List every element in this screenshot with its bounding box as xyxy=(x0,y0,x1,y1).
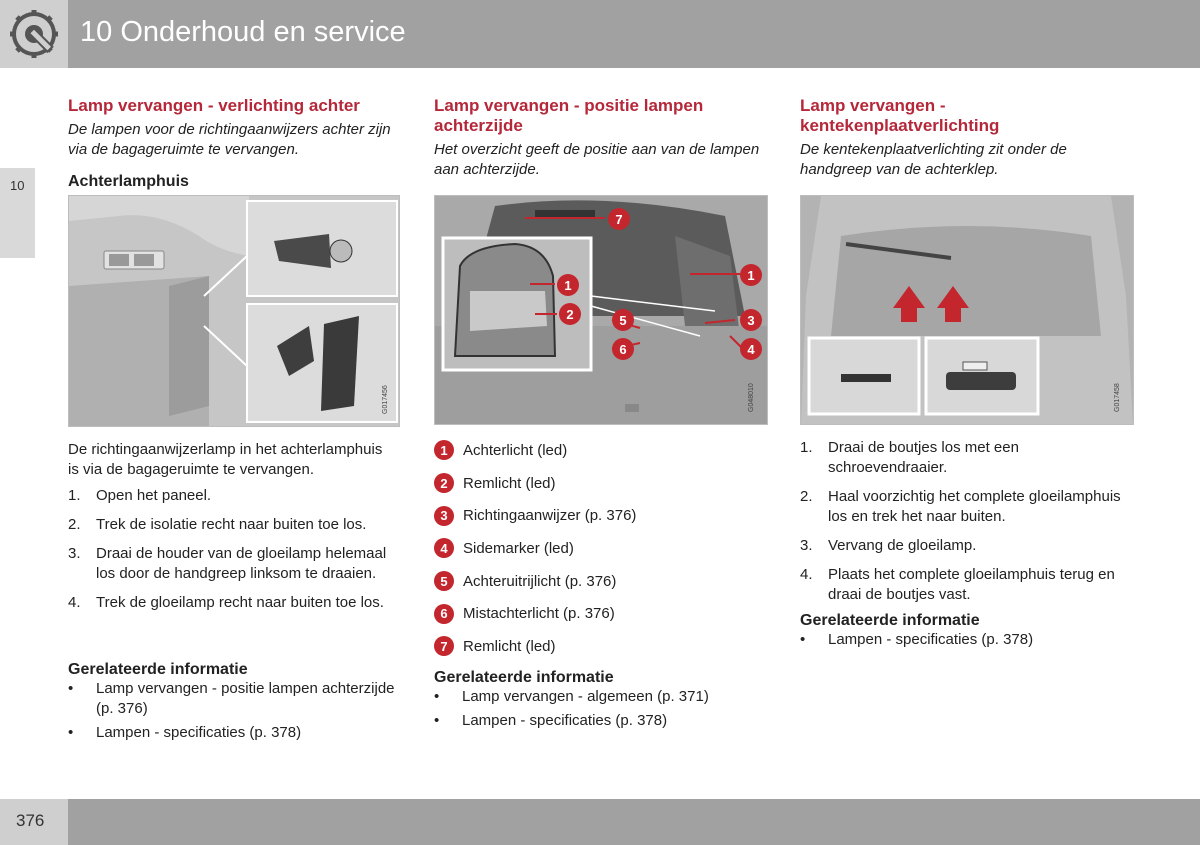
subheading-achterlamphuis: Achterlamphuis xyxy=(68,173,189,190)
column-license-plate-lighting: Lamp vervangen - kentekenplaatverlichtin… xyxy=(800,96,1130,180)
page-number-box: 376 xyxy=(0,799,68,845)
section-intro: De lampen voor de richtingaanwijzers ach… xyxy=(68,121,391,158)
step-item: 4.Plaats het complete gloeilamphuis teru… xyxy=(800,566,1115,603)
page-number: 376 xyxy=(16,811,45,830)
chapter-icon-box xyxy=(0,0,68,68)
related-link[interactable]: •Lamp vervangen - positie lampen achterz… xyxy=(68,680,395,717)
related-link[interactable]: •Lampen - specificaties (p. 378) xyxy=(800,631,1034,648)
related-info: Gerelateerde informatie •Lamp vervangen … xyxy=(68,661,398,747)
callout-badge: 7 xyxy=(608,208,630,230)
related-heading: Gerelateerde informatie xyxy=(800,612,980,629)
callout-badge: 1 xyxy=(740,264,762,286)
chapter-tab-label: 10 xyxy=(10,178,25,193)
section-intro: De kentekenplaatverlichting zit onder de… xyxy=(800,141,1067,178)
license-plate-light-figure: G017458 xyxy=(800,195,1134,425)
step-item: 3.Vervang de gloeilamp. xyxy=(800,537,977,554)
related-link[interactable]: •Lampen - specificaties (p. 378) xyxy=(434,712,668,729)
tailgate-illustration xyxy=(801,196,1133,424)
steps-list: 1.Draai de boutjes los met een schroeven… xyxy=(800,438,1125,614)
rear-lamp-housing-figure: G017456 xyxy=(68,195,400,427)
chapter-tab: 10 xyxy=(0,168,35,258)
callout-badge: 2 xyxy=(559,303,581,325)
callout-badge: 3 xyxy=(740,309,762,331)
column-rear-lighting: Lamp vervangen - verlichting achter De l… xyxy=(68,96,398,160)
page-header: 10 Onderhoud en service xyxy=(0,0,1200,68)
step-item: 2.Haal voorzichtig het complete gloeilam… xyxy=(800,488,1121,525)
related-heading: Gerelateerde informatie xyxy=(434,669,614,686)
figure-code: G017458 xyxy=(1114,383,1121,412)
callout-badge: 5 xyxy=(612,309,634,331)
section-title: Lamp vervangen - verlichting achter xyxy=(68,96,360,115)
step-item: 2.Trek de isolatie recht naar buiten toe… xyxy=(68,516,367,533)
step-item: 1.Open het paneel. xyxy=(68,487,212,504)
page-title: 10 Onderhoud en service xyxy=(80,16,406,48)
wrench-gear-icon xyxy=(10,10,58,58)
steps-list: 1.Open het paneel. 2.Trek de isolatie re… xyxy=(68,486,393,622)
figure-code: G048010 xyxy=(748,383,755,412)
related-info: Gerelateerde informatie •Lamp vervangen … xyxy=(434,669,764,735)
callout-badge: 6 xyxy=(612,338,634,360)
related-heading: Gerelateerde informatie xyxy=(68,661,248,678)
rear-lamp-positions-figure: 7 1 1 2 5 6 3 4 G048010 xyxy=(434,195,768,425)
page-footer: 376 xyxy=(0,799,1200,845)
figure-code: G017456 xyxy=(382,385,389,414)
section-intro: Het overzicht geeft de positie aan van d… xyxy=(434,141,760,178)
section-title: Lamp vervangen - kentekenplaatverlichtin… xyxy=(800,96,1000,135)
callout-badge: 1 xyxy=(557,274,579,296)
step-item: 1.Draai de boutjes los met een schroeven… xyxy=(800,439,1019,476)
callout-badge: 4 xyxy=(740,338,762,360)
related-info: Gerelateerde informatie •Lampen - specif… xyxy=(800,612,1130,654)
step-item: 3.Draai de houder van de gloeilamp helem… xyxy=(68,545,387,582)
related-link[interactable]: •Lamp vervangen - algemeen (p. 371) xyxy=(434,688,709,705)
car-rear-illustration xyxy=(435,196,767,424)
column-rear-lamp-positions: Lamp vervangen - positie lampen achterzi… xyxy=(434,96,764,180)
related-link[interactable]: •Lampen - specificaties (p. 378) xyxy=(68,724,302,741)
step-item: 4.Trek de gloeilamp recht naar buiten to… xyxy=(68,594,384,611)
body-paragraph: De richtingaanwijzerlamp in het achterla… xyxy=(68,441,383,478)
trunk-illustration xyxy=(69,196,399,426)
section-title: Lamp vervangen - positie lampen achterzi… xyxy=(434,96,704,135)
